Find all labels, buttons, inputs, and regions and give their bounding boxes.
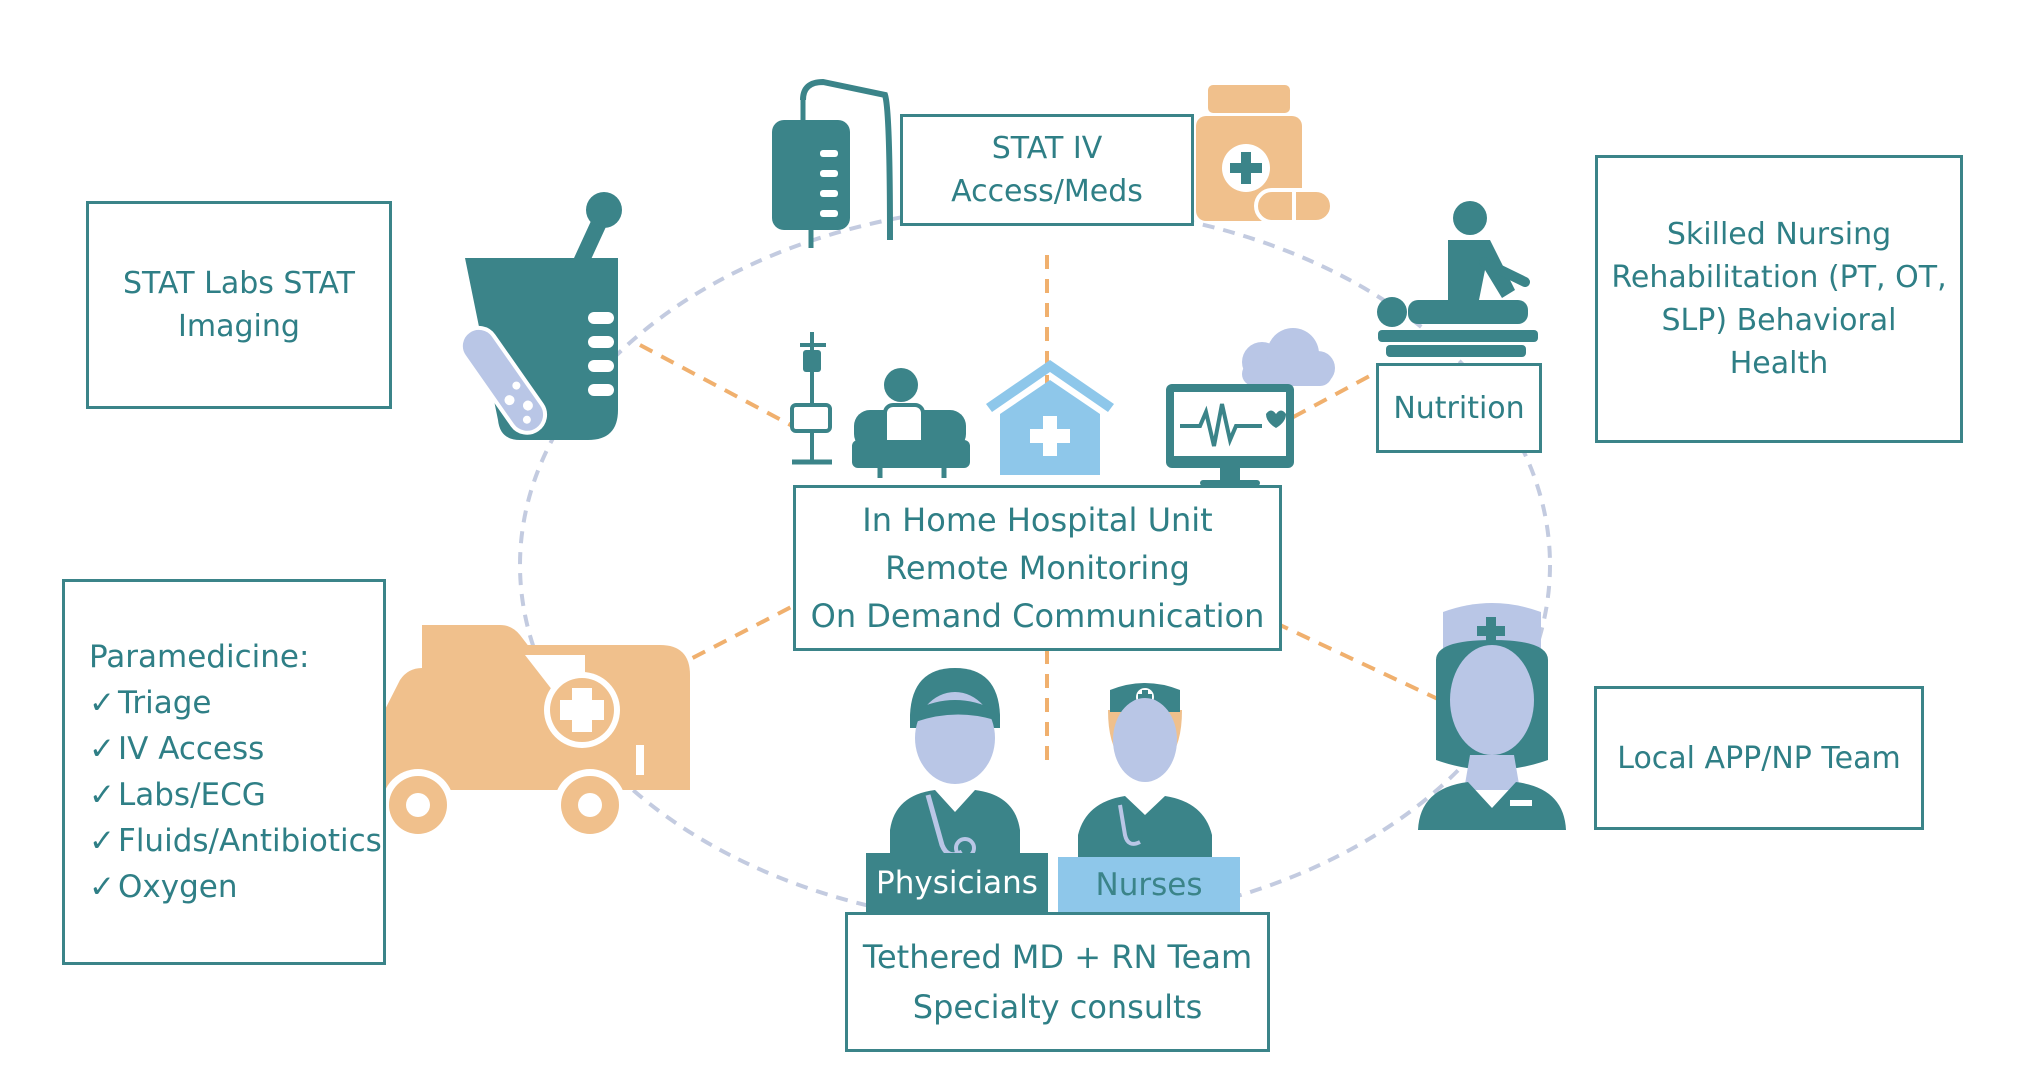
capsule-icon <box>1254 188 1334 224</box>
stat-labs-line-1: STAT Labs STAT <box>123 266 355 301</box>
tethered-team-box: Tethered MD + RN Team Specialty consults <box>845 912 1270 1052</box>
center-line-2: Remote Monitoring <box>885 549 1190 587</box>
tethered-line-2: Specialty consults <box>912 988 1203 1026</box>
skilled-line-2: Rehabilitation (PT, OT, <box>1611 260 1947 295</box>
paramedicine-item: ✓IV Access <box>89 731 265 767</box>
checkmark-icon: ✓ <box>89 685 115 721</box>
stat-labs-box: STAT Labs STAT Imaging <box>86 201 392 409</box>
care-ring <box>518 203 1552 927</box>
iv-bag-icon <box>772 78 893 248</box>
heart-monitor-icon <box>1166 384 1294 486</box>
nurses-tag: Nurses <box>1058 857 1240 913</box>
nurse-small-icon <box>1078 683 1212 860</box>
skilled-line-4: Health <box>1729 346 1829 381</box>
checkmark-icon: ✓ <box>89 777 115 813</box>
physicians-tag: Physicians <box>866 853 1048 913</box>
checkmark-icon: ✓ <box>89 823 115 859</box>
center-line-3: On Demand Communication <box>810 597 1265 635</box>
stat-iv-box: STAT IV Access/Meds <box>900 114 1194 226</box>
mortar-pestle-icon <box>465 192 622 440</box>
paramedicine-item: ✓Fluids/Antibiotics <box>89 823 382 859</box>
paramedicine-item: ✓Labs/ECG <box>89 777 266 813</box>
stat-iv-line-1: STAT IV <box>991 131 1103 166</box>
local-app-np-label: Local APP/NP Team <box>1617 740 1901 776</box>
physical-therapy-icon <box>1377 201 1538 357</box>
checkmark-icon: ✓ <box>89 731 115 767</box>
local-app-np-box: Local APP/NP Team <box>1594 686 1924 830</box>
checkmark-icon: ✓ <box>89 869 115 905</box>
paramedicine-item: ✓Oxygen <box>89 869 238 905</box>
paramedicine-item: ✓Triage <box>89 685 212 721</box>
skilled-nursing-box: Skilled Nursing Rehabilitation (PT, OT, … <box>1595 155 1963 443</box>
nutrition-box: Nutrition <box>1376 363 1542 453</box>
center-hub-box: In Home Hospital Unit Remote Monitoring … <box>793 485 1282 651</box>
stat-labs-line-2: Imaging <box>178 309 300 344</box>
test-tube-icon <box>458 325 548 435</box>
physician-icon <box>890 668 1020 870</box>
center-line-1: In Home Hospital Unit <box>862 501 1213 539</box>
cloud-icon <box>1242 328 1335 386</box>
nurse-icon <box>1418 603 1566 830</box>
paramedicine-box: Paramedicine: ✓Triage ✓IV Access ✓Labs/E… <box>62 579 386 965</box>
skilled-line-1: Skilled Nursing <box>1666 217 1892 252</box>
nutrition-label: Nutrition <box>1393 390 1525 426</box>
home-hospital-icon <box>986 360 1114 475</box>
stat-iv-line-2: Access/Meds <box>951 174 1143 209</box>
tethered-line-1: Tethered MD + RN Team <box>862 938 1253 976</box>
skilled-line-3: SLP) Behavioral <box>1661 303 1897 338</box>
patient-in-chair-icon <box>790 332 970 478</box>
paramedicine-title: Paramedicine: <box>89 639 310 675</box>
